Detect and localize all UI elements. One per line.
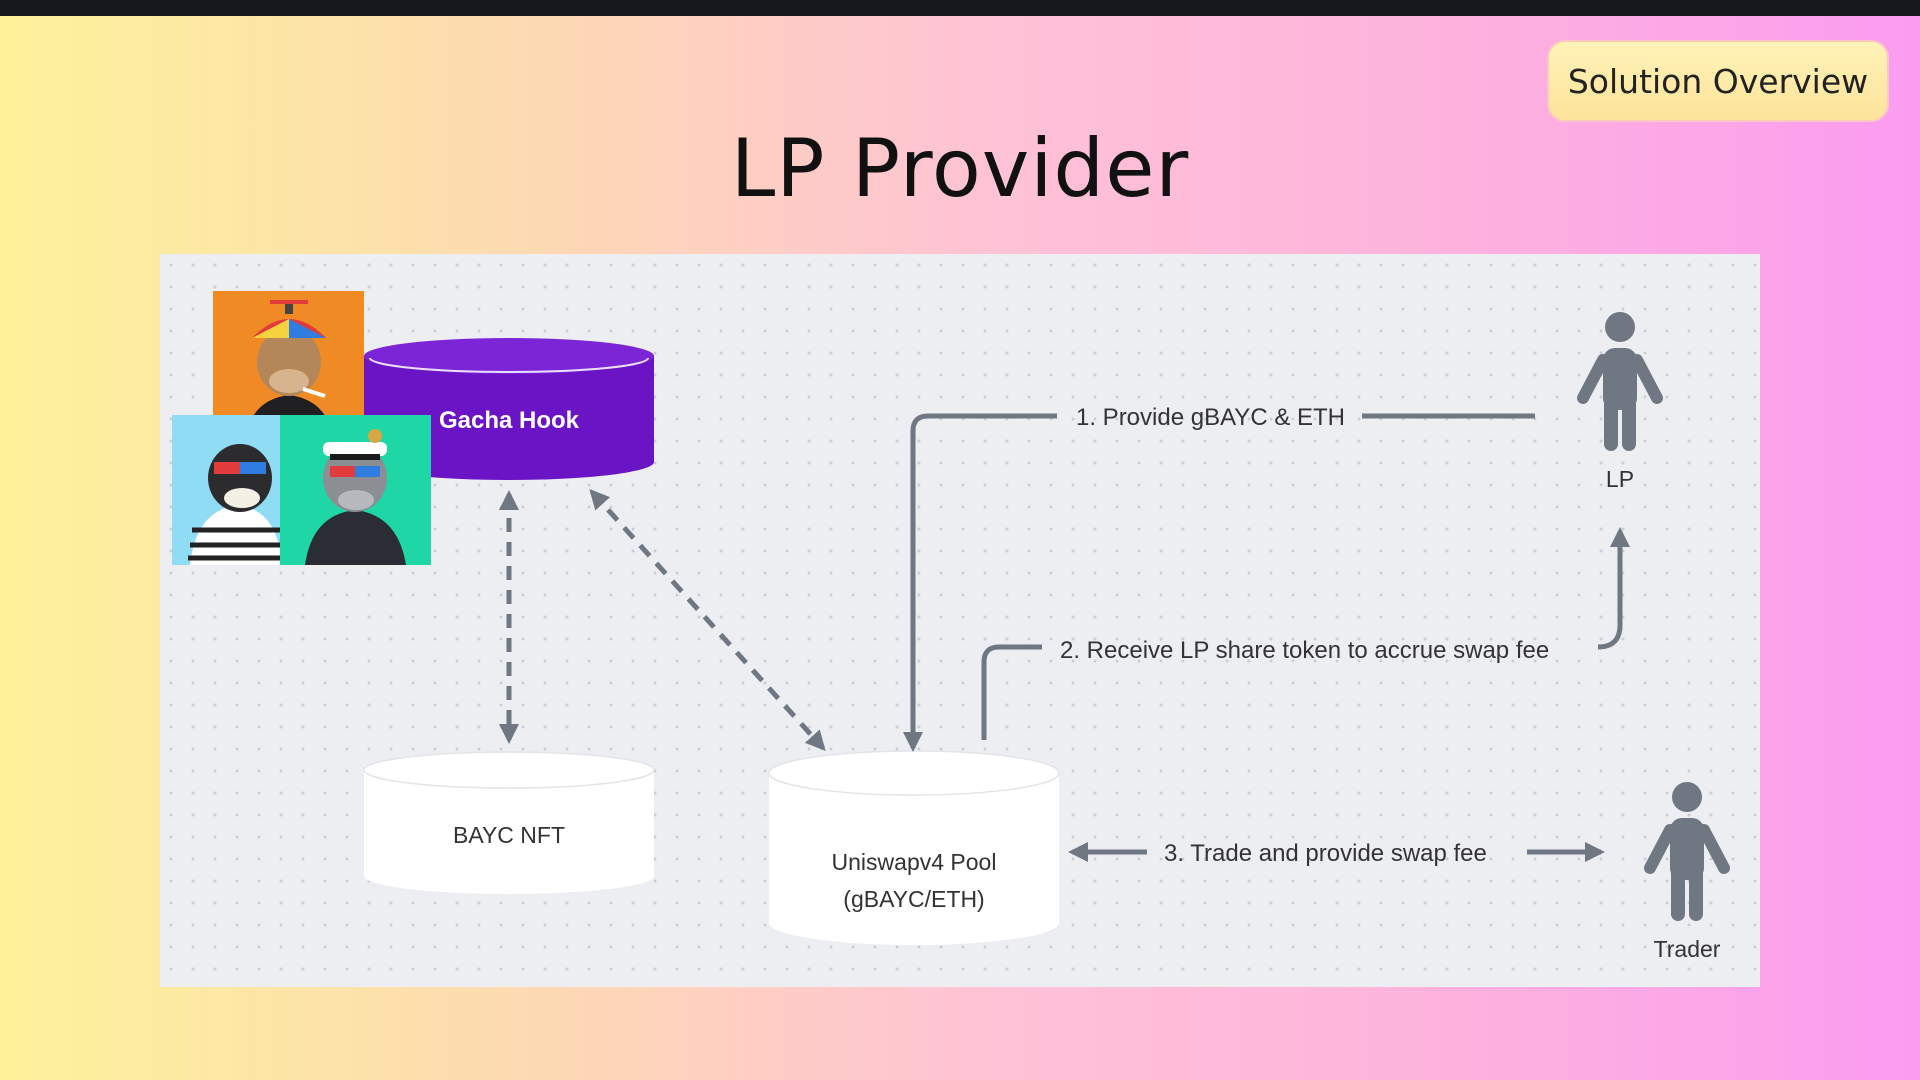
- step3-label: 3. Trade and provide swap fee: [1164, 840, 1487, 867]
- ape-nft-blue: [172, 415, 282, 565]
- page-title: LP Provider: [730, 122, 1190, 215]
- solution-overview-badge: Solution Overview: [1547, 40, 1889, 122]
- step2-label: 2. Receive LP share token to accrue swap…: [1060, 637, 1549, 664]
- gacha-hook-cylinder: Gacha Hook: [364, 338, 654, 480]
- step2-arrow: [1597, 527, 1630, 650]
- badge-label: Solution Overview: [1567, 61, 1869, 101]
- gacha-hook-label: Gacha Hook: [439, 407, 580, 434]
- step1-label: 1. Provide gBAYC & ETH: [1076, 404, 1345, 431]
- lp-label: LP: [1606, 466, 1634, 492]
- uniswap-pool-cylinder: Uniswapv4 Pool (gBAYC/ETH): [768, 750, 1060, 945]
- step2-line-left: [981, 644, 1042, 740]
- pool-label-line2: (gBAYC/ETH): [843, 886, 984, 912]
- bayc-nft-cylinder: BAYC NFT: [363, 751, 655, 894]
- top-bar: [0, 0, 1920, 16]
- hook-pool-dashed-arrow: [589, 489, 826, 751]
- trader-label: Trader: [1654, 936, 1721, 962]
- step1-arrow: [903, 413, 1057, 752]
- pool-label-line1: Uniswapv4 Pool: [832, 849, 997, 875]
- person-trader-icon: [1644, 782, 1730, 921]
- ape-nft-green: [280, 415, 431, 565]
- person-lp-icon: [1577, 312, 1663, 451]
- bayc-nft-label: BAYC NFT: [453, 822, 565, 848]
